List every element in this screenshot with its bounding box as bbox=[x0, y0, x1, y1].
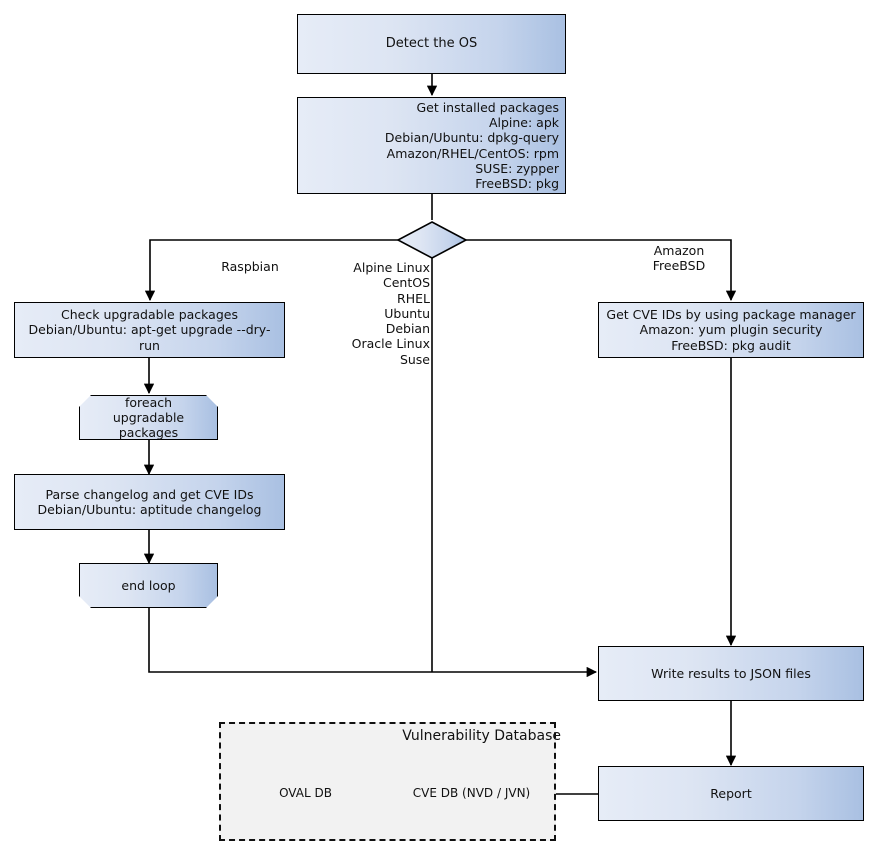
node-check-upgradable-packages-line-0: Check upgradable packages bbox=[61, 307, 238, 323]
os-decision-diamond bbox=[396, 221, 468, 259]
node-report-label: Report bbox=[710, 785, 752, 801]
node-get-cve-ids-line-0: Get CVE IDs by using package manager bbox=[606, 307, 856, 323]
node-detect-os-label: Detect the OS bbox=[385, 36, 478, 52]
node-get-installed-packages-line-5: FreeBSD: pkg bbox=[475, 176, 559, 191]
node-end-loop[interactable]: end loop bbox=[79, 563, 218, 608]
edge-label-middle-os-list: Alpine Linux CentOS RHEL Ubuntu Debian O… bbox=[351, 260, 430, 367]
node-get-cve-ids[interactable]: Get CVE IDs by using package manager Ama… bbox=[598, 302, 864, 358]
node-detect-os[interactable]: Detect the OS bbox=[297, 14, 566, 74]
vulnerability-database-group bbox=[219, 722, 556, 841]
node-parse-changelog-line-1: Debian/Ubuntu: aptitude changelog bbox=[37, 502, 262, 517]
node-check-upgradable-packages-line-1: Debian/Ubuntu: apt-get upgrade --dry-run bbox=[28, 322, 271, 353]
node-check-upgradable-packages[interactable]: Check upgradable packages Debian/Ubuntu:… bbox=[14, 302, 285, 358]
node-get-installed-packages-line-2: Debian/Ubuntu: dpkg-query bbox=[384, 130, 559, 146]
node-get-installed-packages-line-4: SUSE: zypper bbox=[475, 160, 559, 176]
node-write-results-label: Write results to JSON files bbox=[651, 665, 811, 681]
oval-db-label: OVAL DB bbox=[279, 786, 332, 800]
node-parse-changelog-line-0: Parse changelog and get CVE IDs bbox=[45, 486, 254, 502]
node-get-cve-ids-line-2: FreeBSD: pkg audit bbox=[671, 337, 791, 353]
vulnerability-database-title: Vulnerability Database bbox=[402, 728, 561, 744]
node-get-installed-packages-line-1: Alpine: apk bbox=[488, 115, 559, 130]
node-report[interactable]: Report bbox=[598, 766, 864, 821]
node-end-loop-label: end loop bbox=[121, 577, 176, 593]
node-get-installed-packages-line-3: Amazon/RHEL/CentOS: rpm bbox=[386, 145, 559, 161]
edge-label-amazon-freebsd: Amazon FreeBSD bbox=[652, 243, 706, 274]
node-foreach-loop-start[interactable]: foreach upgradable packages bbox=[79, 395, 218, 440]
cve-db-label: CVE DB (NVD / JVN) bbox=[412, 786, 531, 800]
node-get-cve-ids-line-1: Amazon: yum plugin security bbox=[639, 322, 823, 338]
node-parse-changelog[interactable]: Parse changelog and get CVE IDs Debian/U… bbox=[14, 474, 285, 530]
node-get-installed-packages[interactable]: Get installed packages Alpine: apk Debia… bbox=[297, 97, 566, 194]
node-write-results[interactable]: Write results to JSON files bbox=[598, 646, 864, 701]
node-foreach-loop-start-line-0: foreach bbox=[124, 394, 173, 410]
edge-label-raspbian: Raspbian bbox=[221, 259, 279, 274]
node-get-installed-packages-line-0: Get installed packages bbox=[416, 99, 559, 115]
node-foreach-loop-start-line-1: upgradable packages bbox=[112, 409, 185, 441]
